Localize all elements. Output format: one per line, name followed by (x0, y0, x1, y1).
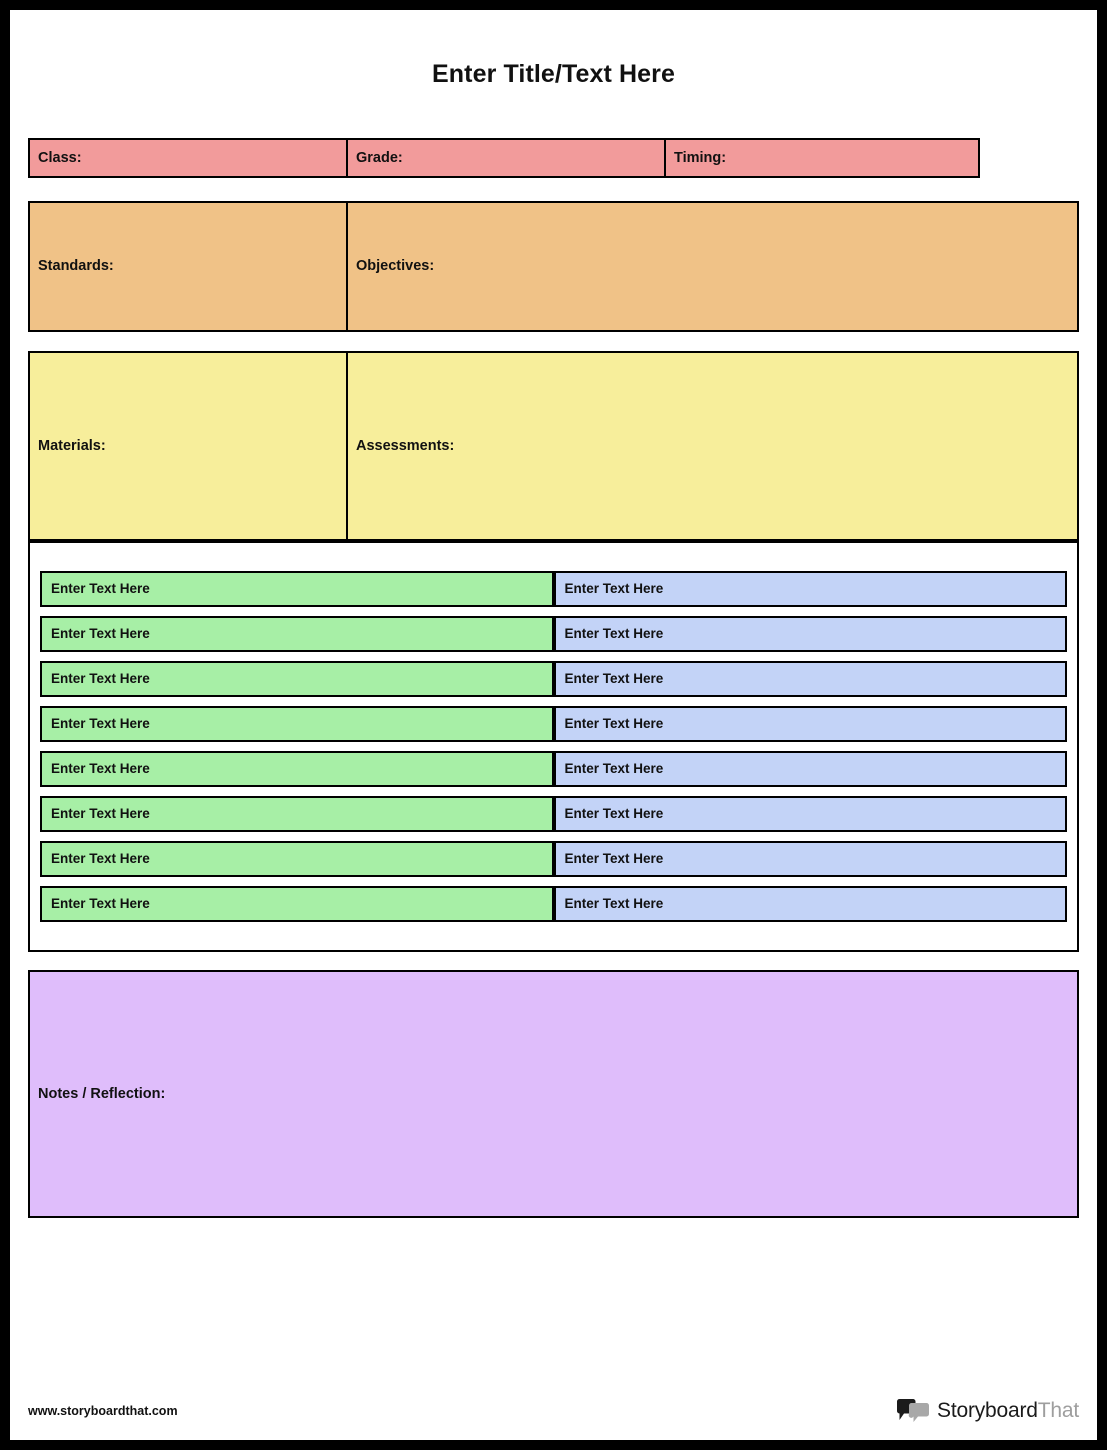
class-label: Class: (38, 149, 82, 166)
materials-label: Materials: (38, 437, 106, 454)
activity-placeholder: Enter Text Here (51, 716, 150, 732)
activity-row: Enter Text Here Enter Text Here (40, 751, 1067, 787)
timing-label: Timing: (674, 149, 727, 166)
activity-cell-right[interactable]: Enter Text Here (553, 886, 1067, 922)
class-info-bar: Class: Grade: Timing: (28, 138, 980, 178)
brand-primary: Storyboard (937, 1399, 1038, 1422)
activity-cell-right[interactable]: Enter Text Here (553, 841, 1067, 877)
activity-placeholder: Enter Text Here (564, 896, 664, 912)
activity-cell-right[interactable]: Enter Text Here (553, 706, 1067, 742)
title-area: Enter Title/Text Here (28, 10, 1079, 138)
activity-cell-left[interactable]: Enter Text Here (40, 886, 554, 922)
activity-placeholder: Enter Text Here (564, 716, 664, 732)
activity-row: Enter Text Here Enter Text Here (40, 616, 1067, 652)
speech-bubble-icon (897, 1399, 930, 1422)
grade-label: Grade: (356, 149, 403, 166)
activity-row: Enter Text Here Enter Text Here (40, 661, 1067, 697)
brand-wordmark: StoryboardThat (937, 1399, 1079, 1423)
grade-field[interactable]: Grade: (348, 140, 666, 176)
storyboardthat-logo[interactable]: StoryboardThat (896, 1399, 1079, 1423)
activity-cell-left[interactable]: Enter Text Here (40, 571, 554, 607)
materials-assessments-band: Materials: Assessments: (28, 351, 1079, 541)
activity-placeholder: Enter Text Here (51, 626, 150, 642)
activity-cell-left[interactable]: Enter Text Here (40, 661, 554, 697)
standards-label: Standards: (38, 258, 114, 275)
activity-placeholder: Enter Text Here (51, 806, 150, 822)
activity-cell-left[interactable]: Enter Text Here (40, 751, 554, 787)
activity-placeholder: Enter Text Here (564, 626, 664, 642)
site-url[interactable]: www.storyboardthat.com (28, 1404, 178, 1418)
activity-placeholder: Enter Text Here (564, 806, 664, 822)
materials-field[interactable]: Materials: (30, 353, 348, 539)
activity-row: Enter Text Here Enter Text Here (40, 796, 1067, 832)
assessments-label: Assessments: (356, 437, 455, 454)
class-field[interactable]: Class: (30, 140, 348, 176)
activity-placeholder: Enter Text Here (51, 581, 150, 597)
activity-cell-right[interactable]: Enter Text Here (553, 616, 1067, 652)
activity-placeholder: Enter Text Here (51, 851, 150, 867)
activity-placeholder: Enter Text Here (51, 671, 150, 687)
activity-placeholder: Enter Text Here (51, 761, 150, 777)
activity-cell-left[interactable]: Enter Text Here (40, 796, 554, 832)
objectives-field[interactable]: Objectives: (348, 203, 1077, 330)
activity-cell-right[interactable]: Enter Text Here (553, 751, 1067, 787)
activity-row: Enter Text Here Enter Text Here (40, 841, 1067, 877)
page-title[interactable]: Enter Title/Text Here (432, 59, 675, 88)
notes-reflection-label: Notes / Reflection: (38, 1085, 166, 1102)
activity-placeholder: Enter Text Here (564, 671, 664, 687)
page-footer: www.storyboardthat.com StoryboardThat (28, 1394, 1079, 1428)
activity-cell-left[interactable]: Enter Text Here (40, 841, 554, 877)
activity-placeholder: Enter Text Here (564, 761, 664, 777)
activity-placeholder: Enter Text Here (564, 581, 664, 597)
assessments-field[interactable]: Assessments: (348, 353, 1077, 539)
activity-row: Enter Text Here Enter Text Here (40, 571, 1067, 607)
activity-row: Enter Text Here Enter Text Here (40, 706, 1067, 742)
activity-cell-left[interactable]: Enter Text Here (40, 706, 554, 742)
activity-placeholder: Enter Text Here (51, 896, 150, 912)
brand-secondary: That (1037, 1399, 1079, 1422)
activity-cell-right[interactable]: Enter Text Here (553, 571, 1067, 607)
activity-cell-left[interactable]: Enter Text Here (40, 616, 554, 652)
activity-grid: Enter Text Here Enter Text Here Enter Te… (28, 541, 1079, 952)
activity-cell-right[interactable]: Enter Text Here (553, 796, 1067, 832)
lesson-plan-page: Enter Title/Text Here Class: Grade: Timi… (10, 10, 1097, 1440)
activity-placeholder: Enter Text Here (564, 851, 664, 867)
notes-reflection-field[interactable]: Notes / Reflection: (28, 970, 1079, 1218)
objectives-label: Objectives: (356, 258, 435, 275)
standards-field[interactable]: Standards: (30, 203, 348, 330)
standards-objectives-band: Standards: Objectives: (28, 201, 1079, 332)
activity-cell-right[interactable]: Enter Text Here (553, 661, 1067, 697)
activity-row: Enter Text Here Enter Text Here (40, 886, 1067, 922)
timing-field[interactable]: Timing: (666, 140, 978, 176)
